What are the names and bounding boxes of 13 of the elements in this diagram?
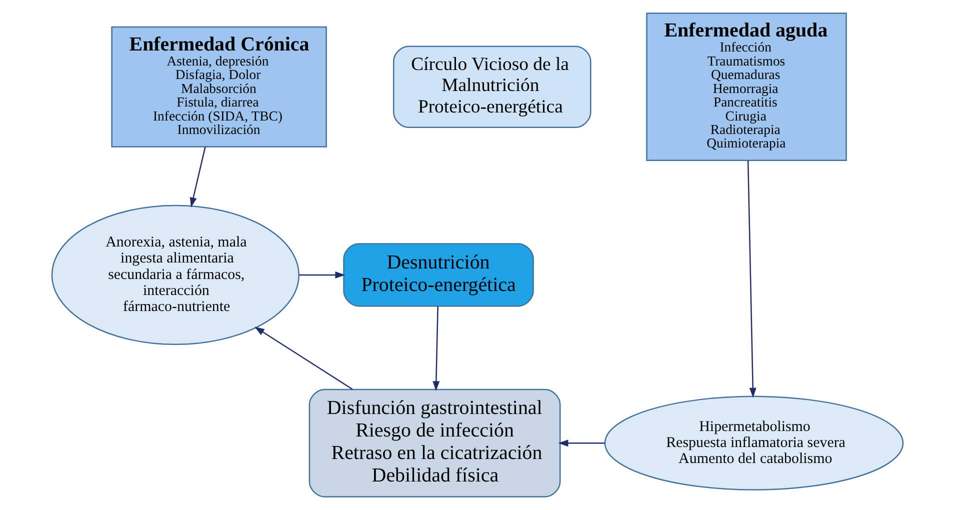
arrow bbox=[299, 271, 346, 278]
arrow bbox=[747, 160, 756, 398]
node-box: Enfermedad aguda Infección Traumatismos Quemaduras Hemorragia Pancreatitis Cirugia Radioterapia Quimioterapia bbox=[646, 12, 847, 162]
node-ellipse: Anorexia, astenia, mala ingesta alimentaria secundaria a fármacos, interacción fármaco-nutriente bbox=[51, 204, 300, 346]
node-box: Desnutrición Proteico-energética bbox=[343, 243, 534, 307]
arrow bbox=[254, 326, 353, 390]
node-box: Disfunción gastrointestinal Riesgo de infección Retraso en la cicatrización Debilidad física bbox=[308, 388, 561, 498]
node-box: Enfermedad Crónica Astenia, depresión Disfagia, Dolor Malabsorción Fistula, diarrea Infección (SIDA, TBC) Inmovilización bbox=[111, 26, 327, 148]
node-ellipse: Hipermetabolismo Respuesta inflamatoria severa Aumento del catabolismo bbox=[604, 396, 904, 490]
arrow bbox=[558, 440, 605, 447]
arrow bbox=[190, 146, 206, 208]
arrow bbox=[432, 306, 440, 392]
node-box: Círculo Vicioso de la Malnutrición Proteico-energética bbox=[393, 46, 592, 128]
